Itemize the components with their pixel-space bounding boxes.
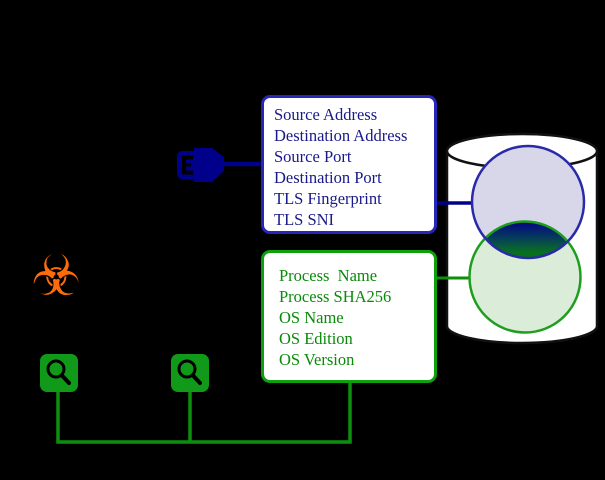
network-feature-item: Source Port	[274, 147, 352, 166]
network-feature-item: Source Address	[274, 105, 378, 124]
ethernet-plug-icon	[177, 148, 266, 182]
biohazard-icon: ☣	[31, 244, 82, 309]
venn-network-circle-outline	[470, 144, 586, 260]
venn-host-circle-outline	[468, 220, 582, 334]
network-feature-item: Destination Address	[274, 126, 408, 145]
host-feature-item: Process SHA256	[279, 287, 392, 306]
host-features-box: Process Name Process SHA256 OS Name OS E…	[261, 250, 437, 383]
host-feature-item: OS Name	[279, 308, 344, 327]
network-feature-item: TLS SNI	[274, 210, 335, 229]
host-feature-item: OS Version	[279, 350, 355, 369]
magnifying-glass-icon	[40, 354, 78, 392]
host-feature-item: OS Edition	[279, 329, 353, 348]
host-feature-item: Process Name	[279, 266, 378, 285]
scanner-bus-lines	[56, 381, 352, 444]
network-feature-item: Destination Port	[274, 168, 382, 187]
magnifying-glass-icon	[171, 354, 209, 392]
network-features-box: Source Address Destination Address Sourc…	[261, 95, 437, 234]
network-feature-item: TLS Fingerprint	[274, 189, 382, 208]
